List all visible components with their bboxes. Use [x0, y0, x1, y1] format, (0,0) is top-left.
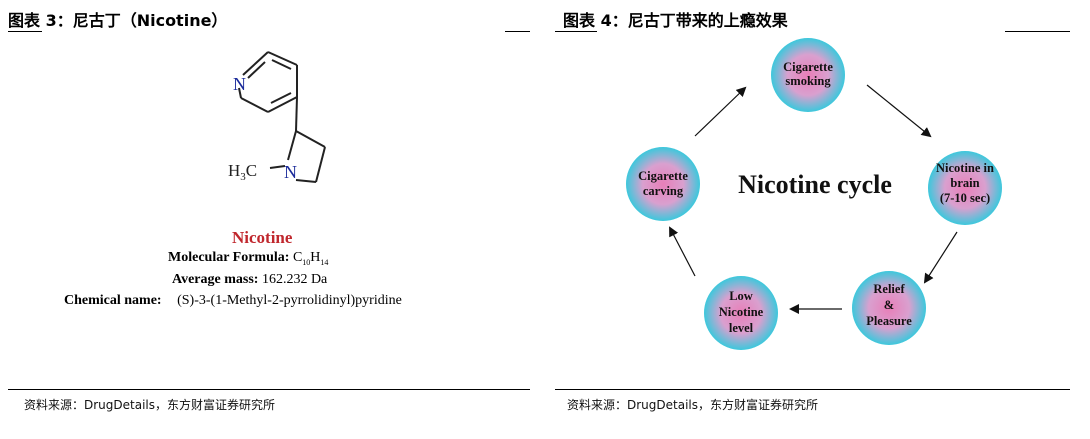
cycle-arrows	[669, 84, 958, 314]
figure-3-title: 图表 3：尼古丁（Nicotine）	[8, 11, 228, 30]
structure-bonds	[238, 51, 326, 183]
mass-label: Average mass:	[172, 272, 259, 287]
molecular-formula-line: Molecular Formula: C10H14	[168, 250, 328, 267]
chemname-label: Chemical name:	[64, 293, 162, 308]
formula-value: C10H14	[292, 250, 329, 267]
low-label-3: level	[729, 321, 754, 335]
node-cigarette-smoking	[771, 38, 845, 112]
figure-3-source: 资料来源：DrugDetails，东方财富证券研究所	[24, 398, 275, 412]
brain-label-1: Nicotine in	[936, 161, 994, 175]
title-underline-left	[555, 31, 597, 32]
figure-4-source: 资料来源：DrugDetails，东方财富证券研究所	[567, 398, 818, 412]
smoking-label-2: smoking	[785, 74, 831, 88]
chemname-value: (S)-3-(1-Methyl-2-pyrrolidinyl)pyridine	[177, 293, 402, 308]
figure-4-title: 图表 4：尼古丁带来的上瘾效果	[563, 11, 788, 30]
bond	[315, 146, 326, 183]
brain-label-2: brain	[950, 176, 979, 190]
bond	[242, 51, 269, 76]
arrow-brain-to-relief	[923, 231, 958, 284]
bond	[287, 130, 297, 161]
relief-label-3: Pleasure	[866, 314, 912, 328]
title-rule-right	[505, 31, 530, 32]
source-rule	[8, 389, 530, 390]
bond	[295, 96, 298, 132]
arrow-low-to-carving	[669, 226, 696, 277]
figure-4-panel: 图表 4：尼古丁带来的上瘾效果 C	[545, 0, 1090, 439]
carving-label-1: Cigarette	[638, 169, 688, 183]
nicotine-cycle-diagram: Cigarette smoking Nicotine in brain (7-1…	[626, 38, 1002, 350]
bond	[269, 165, 286, 169]
average-mass-line: Average mass: 162.232 Da	[172, 272, 327, 288]
bond	[267, 51, 298, 66]
bond	[240, 97, 269, 113]
bond	[295, 130, 326, 148]
relief-label-1: Relief	[873, 282, 905, 296]
chemical-name-line: Chemical name: (S)-3-(1-Methyl-2-pyrroli…	[64, 293, 402, 309]
bond	[267, 96, 298, 113]
arrow-smoking-to-brain	[866, 84, 932, 138]
brain-label-3: (7-10 sec)	[940, 191, 990, 205]
carving-label-2: carving	[643, 184, 684, 198]
node-cigarette-carving	[626, 147, 700, 221]
methyl-label: H3C	[228, 161, 257, 183]
pyridine-nitrogen-label: N	[233, 74, 246, 94]
compound-name: Nicotine	[232, 228, 293, 247]
pyrrolidine-nitrogen-label: N	[284, 162, 297, 182]
bond	[295, 179, 317, 183]
arrow-carving-to-smoking	[694, 86, 747, 137]
bond	[271, 59, 292, 70]
title-underline-left	[8, 31, 42, 32]
bond	[247, 61, 266, 79]
bond	[238, 87, 242, 99]
title-rule-right	[1005, 31, 1070, 32]
figure-3-panel: 图表 3：尼古丁（Nicotine） N N H3C	[8, 11, 530, 412]
formula-label: Molecular Formula:	[168, 250, 290, 265]
source-rule	[555, 389, 1070, 390]
cycle-center-label: Nicotine cycle	[738, 170, 892, 199]
mass-value: 162.232 Da	[261, 272, 328, 287]
low-label-1: Low	[729, 289, 753, 303]
low-label-2: Nicotine	[719, 305, 764, 319]
node-relief-pleasure	[852, 271, 926, 345]
node-low-nicotine-level	[704, 276, 778, 350]
node-nicotine-in-brain	[928, 151, 1002, 225]
nicotine-structure-diagram: N N H3C	[228, 51, 326, 183]
bond	[270, 92, 292, 104]
relief-label-2: &	[884, 298, 894, 312]
smoking-label-1: Cigarette	[783, 60, 833, 74]
